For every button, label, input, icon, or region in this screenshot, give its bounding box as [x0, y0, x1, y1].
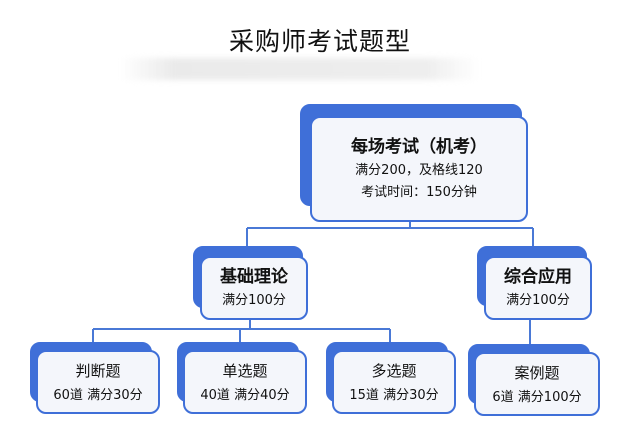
root-node-label: 每场考试（机考） — [351, 137, 487, 157]
application-node-label: 综合应用 — [504, 267, 572, 287]
single-choice-node-label: 单选题 — [222, 362, 268, 380]
multi-choice-node: 多选题 15道 满分30分 — [332, 350, 456, 414]
single-choice-node: 单选题 40道 满分40分 — [183, 350, 307, 414]
true-false-node-detail: 60道 满分30分 — [53, 388, 143, 403]
true-false-node: 判断题 60道 满分30分 — [36, 350, 160, 414]
single-choice-node-detail: 40道 满分40分 — [200, 388, 290, 403]
root-node: 每场考试（机考） 满分200，及格线120 考试时间：150分钟 — [310, 116, 528, 222]
theory-node-score: 满分100分 — [222, 293, 286, 308]
theory-node-label: 基础理论 — [220, 267, 288, 287]
multi-choice-node-label: 多选题 — [371, 362, 417, 380]
root-node-duration: 考试时间：150分钟 — [361, 185, 477, 200]
case-study-node-detail: 6道 满分100分 — [492, 390, 582, 405]
application-node-score: 满分100分 — [506, 293, 570, 308]
true-false-node-label: 判断题 — [75, 362, 121, 380]
title-reflection — [120, 58, 480, 80]
diagram-title: 采购师考试题型 — [228, 27, 411, 56]
theory-node: 基础理论 满分100分 — [200, 256, 308, 320]
case-study-node: 案例题 6道 满分100分 — [474, 352, 600, 416]
application-node: 综合应用 满分100分 — [484, 256, 592, 320]
case-study-node-label: 案例题 — [514, 364, 560, 382]
multi-choice-node-detail: 15道 满分30分 — [349, 388, 439, 403]
root-node-score: 满分200，及格线120 — [355, 163, 483, 178]
